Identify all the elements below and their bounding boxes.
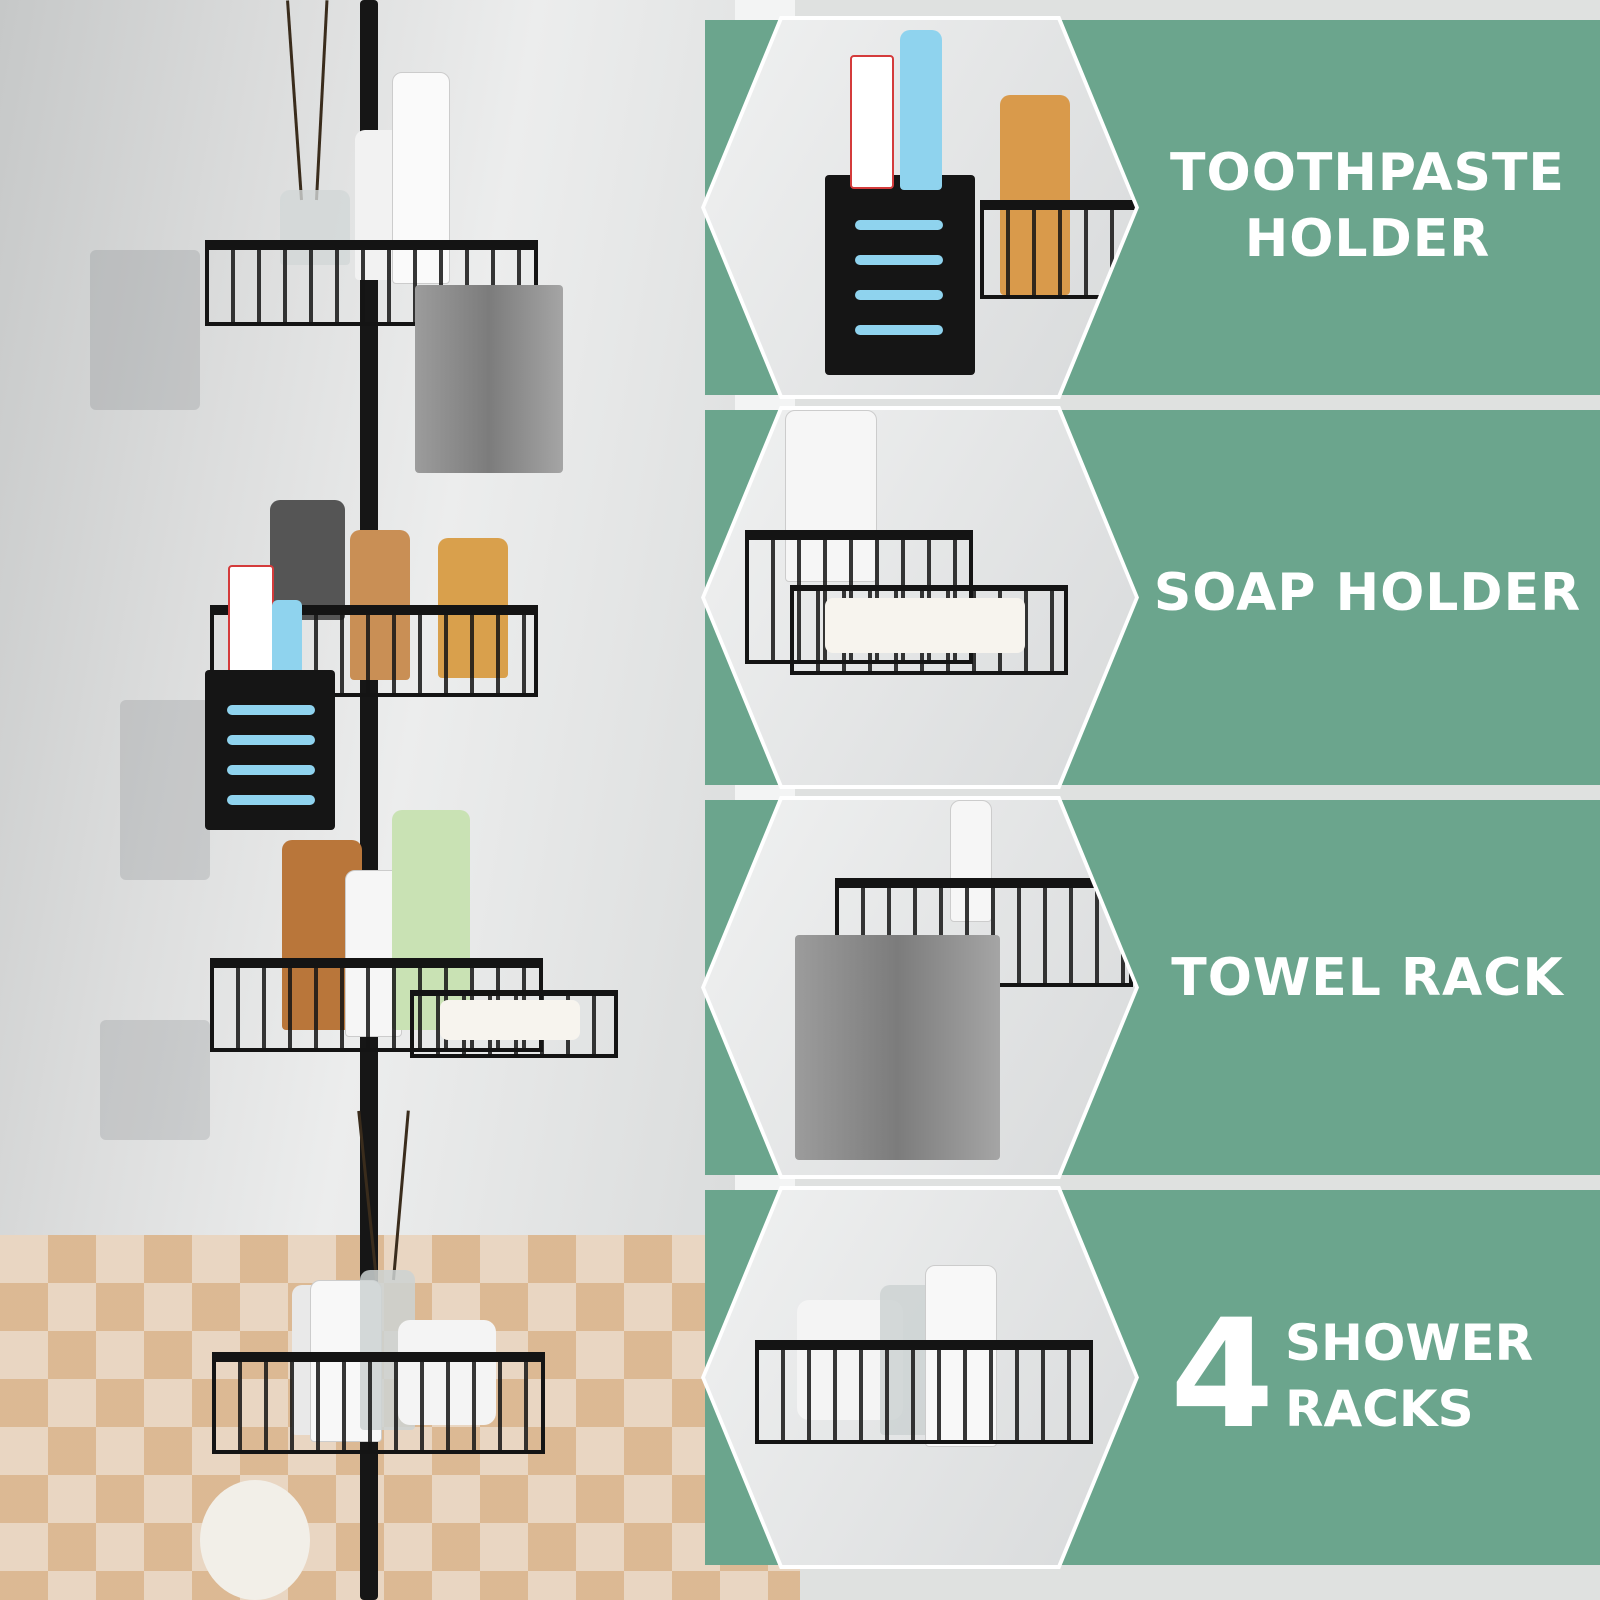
feature-label-line: TOOTHPASTE [1170, 143, 1565, 203]
toothpaste-tube [228, 565, 274, 679]
feature-panel-towel: TOWEL RACK [701, 796, 1600, 1179]
shower-racks-photo [705, 1190, 1135, 1565]
feature-panel-toothpaste: TOOTHPASTE HOLDER [701, 16, 1600, 399]
toothbrush [272, 600, 302, 675]
shelf-basket [755, 1340, 1093, 1444]
feature-label-line: TOWEL RACK [1171, 948, 1564, 1008]
wall-shadow [120, 700, 210, 880]
towel-rack-photo [705, 800, 1135, 1175]
toothpaste-holder-photo [705, 20, 1135, 395]
tension-pole [360, 0, 378, 1600]
feature-label-line: SHOWER [1285, 1314, 1534, 1372]
feature-label-line: RACKS [1285, 1380, 1474, 1438]
feature-label-line: SOAP HOLDER [1153, 563, 1582, 623]
feature-label: SOAP HOLDER [1135, 560, 1600, 626]
soap-holder-photo [705, 410, 1135, 785]
feature-label: TOWEL RACK [1135, 945, 1600, 1011]
feature-label: TOOTHPASTE HOLDER [1135, 140, 1600, 272]
feature-panel-soap: SOAP HOLDER [701, 406, 1600, 789]
towel [795, 935, 1000, 1160]
toothbrush [900, 30, 942, 190]
soap-bar [440, 1000, 580, 1040]
toothpaste-holder [205, 670, 335, 830]
bottom-shelf [212, 1352, 545, 1454]
toothpaste-tube [850, 55, 894, 189]
rack-count: 4 [1170, 1288, 1275, 1462]
wall-shadow [90, 250, 200, 410]
bath-sponge [200, 1480, 310, 1600]
shower-caddy-scene [0, 0, 800, 1600]
wall-shadow [100, 1020, 210, 1140]
soap-bar [825, 598, 1025, 653]
toothpaste-holder [825, 175, 975, 375]
feature-label: SHOWER RACKS [1285, 1310, 1533, 1442]
feature-label-line: HOLDER [1244, 209, 1491, 269]
hand-towel [415, 285, 563, 473]
feature-panel-racks: 4 SHOWER RACKS [701, 1186, 1600, 1569]
